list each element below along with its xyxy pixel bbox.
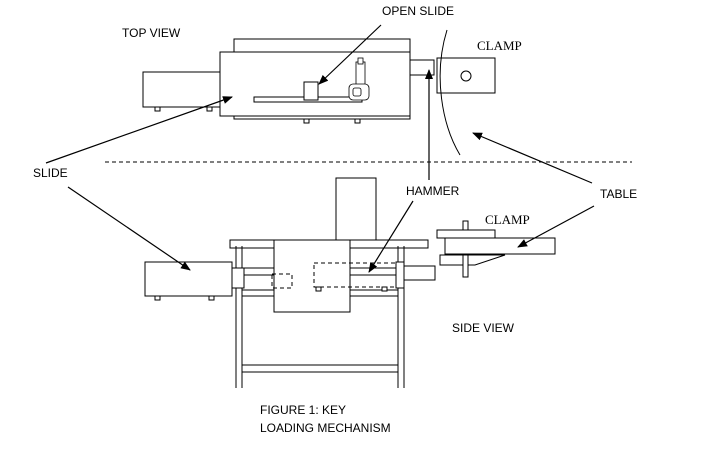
top-key-holder — [303, 81, 319, 101]
side-slide-handle — [144, 261, 233, 297]
label-clamp-side: CLAMP — [485, 212, 530, 227]
side-table — [444, 237, 556, 255]
label-clamp-top: CLAMP — [477, 38, 522, 53]
label-open-slide: OPEN SLIDE — [382, 4, 454, 18]
top-hammer-rod — [409, 59, 435, 76]
caption-line-2: LOADING MECHANISM — [260, 421, 391, 435]
label-hammer: HAMMER — [406, 184, 460, 198]
slide-arrow-side — [67, 186, 191, 271]
table-arrow-top — [472, 132, 593, 184]
top-table-edge — [439, 29, 461, 156]
label-top-view: TOP VIEW — [122, 26, 181, 40]
side-hammer-rod — [403, 265, 436, 281]
side-key-block — [335, 177, 377, 241]
top-view-drawing — [142, 29, 496, 156]
label-table: TABLE — [600, 187, 637, 201]
table-arrow-side — [517, 205, 595, 248]
top-slide-handle — [142, 71, 224, 108]
side-clamp-top — [436, 229, 496, 239]
key-icon — [348, 57, 370, 101]
label-slide: SLIDE — [33, 166, 68, 180]
open-slide-arrow — [318, 24, 382, 85]
side-view-drawing — [144, 177, 556, 388]
hammer-arrow-side — [368, 200, 414, 273]
side-hammer-outline — [313, 262, 399, 288]
label-side-view: SIDE VIEW — [452, 321, 515, 335]
top-clamp — [436, 57, 496, 94]
slide-arrow-top — [45, 96, 233, 164]
side-slide-body — [273, 239, 351, 313]
caption-line-1: FIGURE 1: KEY — [260, 403, 346, 417]
leader-arrows — [45, 24, 595, 273]
